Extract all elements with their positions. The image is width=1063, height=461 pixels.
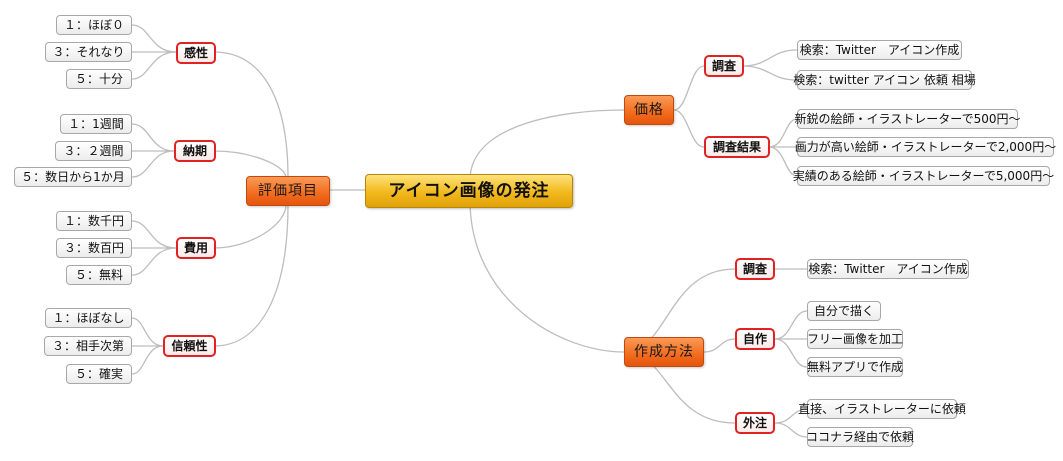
link-central-price [469, 109, 625, 181]
leaf-price-result-500[interactable]: 新鋭の絵師・イラストレーターで500円～ [795, 109, 1020, 129]
leaf-direct-request[interactable]: 直接、イラストレーターに依頼 [798, 399, 966, 419]
subtopic-outsource[interactable]: 外注 [735, 412, 775, 434]
link-left-kansei [213, 51, 289, 179]
leaf-nouki-1[interactable]: １：1週間 [60, 114, 132, 134]
leaf-shinrai-1[interactable]: １：ほぼなし [45, 308, 132, 328]
central-topic[interactable]: アイコン画像の発注 [365, 174, 573, 208]
leaf-hiyou-1[interactable]: １：数千円 [56, 211, 132, 231]
leaf-price-search-2[interactable]: 検索：twitter アイコン 依頼 相場 [793, 70, 976, 90]
leaf-method-search[interactable]: 検索：Twitter アイコン作成 [807, 259, 969, 279]
leaf-edit-free-image[interactable]: フリー画像を加工 [807, 329, 903, 349]
subtopic-method-research[interactable]: 調査 [735, 258, 775, 280]
leaf-price-search-1[interactable]: 検索：Twitter アイコン作成 [797, 40, 962, 60]
subtopic-self-made[interactable]: 自作 [735, 328, 775, 350]
branch-evaluation-criteria[interactable]: 評価項目 [246, 176, 330, 206]
leaf-kansei-1[interactable]: １：ほぼ０ [56, 15, 132, 35]
leaf-shinrai-3[interactable]: ３：相手次第 [44, 336, 132, 356]
link-central-method [469, 199, 625, 353]
leaf-nouki-3[interactable]: ３：２週間 [55, 141, 132, 161]
branch-creation-method[interactable]: 作成方法 [624, 337, 704, 367]
leaf-coconala-request[interactable]: ココナラ経由で依頼 [806, 427, 914, 447]
branch-price[interactable]: 価格 [624, 95, 674, 125]
leaf-draw-yourself[interactable]: 自分で描く [807, 301, 881, 321]
leaf-kansei-3[interactable]: ３：それなり [45, 42, 132, 62]
leaf-price-result-5000[interactable]: 実績のある絵師・イラストレーターで5,000円～ [793, 166, 1054, 186]
subtopic-kansei[interactable]: 感性 [176, 42, 216, 64]
subtopic-nouki[interactable]: 納期 [174, 140, 216, 162]
subtopic-price-results[interactable]: 調査結果 [704, 136, 770, 158]
link-left-shinrai [213, 204, 289, 347]
leaf-free-app[interactable]: 無料アプリで作成 [807, 357, 903, 377]
link-left-hiyou [213, 204, 287, 249]
leaf-hiyou-5[interactable]: ５：無料 [66, 265, 132, 285]
subtopic-price-research[interactable]: 調査 [704, 55, 744, 77]
leaf-price-result-2000[interactable]: 画力が高い絵師・イラストレーターで2,000円～ [795, 137, 1056, 157]
leaf-nouki-5[interactable]: ５：数日から1か月 [14, 167, 132, 187]
link-left-nouki [213, 150, 287, 179]
subtopic-hiyou[interactable]: 費用 [176, 237, 216, 259]
leaf-shinrai-5[interactable]: ５：確実 [66, 364, 132, 384]
subtopic-shinraisei[interactable]: 信頼性 [163, 335, 216, 357]
leaf-kansei-5[interactable]: ５：十分 [66, 69, 132, 89]
leaf-hiyou-3[interactable]: ３：数百円 [56, 238, 132, 258]
